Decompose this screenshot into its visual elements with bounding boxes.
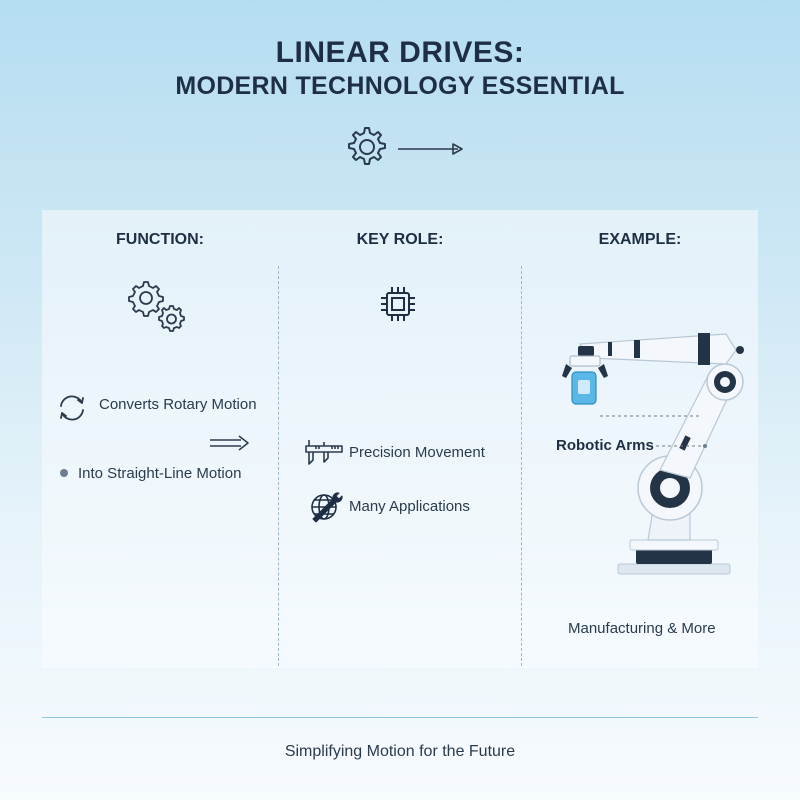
key-role-item-applications: Many Applications <box>349 498 470 515</box>
robotic-arm-illustration <box>562 333 744 575</box>
example-caption: Manufacturing & More <box>568 620 716 637</box>
footer-tagline: Simplifying Motion for the Future <box>284 743 516 760</box>
bullet-dot <box>60 469 68 477</box>
column-divider <box>521 266 522 666</box>
double-arrow-icon <box>210 435 249 451</box>
rotate-icon <box>60 395 84 421</box>
robotic-arms-callout: Robotic Arms <box>556 437 654 454</box>
footer-divider <box>42 717 758 718</box>
example-heading: EXAMPLE: <box>598 231 682 248</box>
gear-arrow-icon <box>348 127 463 165</box>
column-divider <box>278 266 279 666</box>
function-item-rotary: Converts Rotary Motion <box>99 396 257 413</box>
key-role-heading: KEY ROLE: <box>356 231 444 248</box>
globe-wrench-icon <box>311 492 343 523</box>
page-title: LINEAR DRIVES: <box>275 36 525 69</box>
chip-icon <box>381 287 415 321</box>
caliper-icon <box>305 440 343 465</box>
page-subtitle: MODERN TECHNOLOGY ESSENTIAL <box>175 72 625 100</box>
function-heading: FUNCTION: <box>116 231 204 248</box>
content-panel <box>42 210 758 668</box>
function-item-linear: Into Straight-Line Motion <box>78 465 242 482</box>
key-role-item-precision: Precision Movement <box>349 444 485 461</box>
gears-icon <box>128 281 185 332</box>
